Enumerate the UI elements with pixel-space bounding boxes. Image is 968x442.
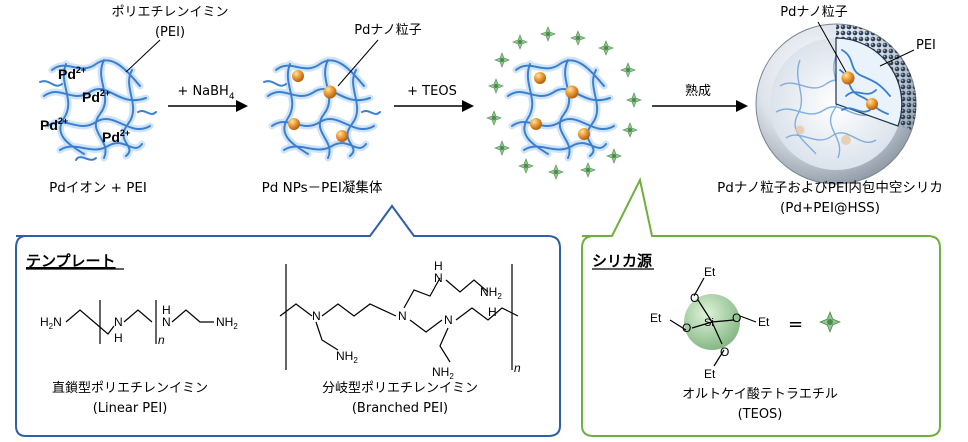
- np-pointer-line: [337, 39, 379, 87]
- svg-text:O: O: [732, 311, 741, 325]
- pd-nanoparticle: [534, 72, 546, 84]
- reagent-teos: + TEOS: [407, 84, 457, 99]
- reagent-nabh4: + NaBH4: [177, 84, 234, 102]
- pd-ion-label-4: Pd2+: [102, 128, 130, 145]
- pd-nanoparticle: [866, 98, 878, 110]
- pd-ion-label-2: Pd2+: [82, 88, 110, 105]
- svg-text:Et: Et: [650, 311, 662, 325]
- stage4-np-pointer: [817, 21, 847, 73]
- teos-molecules: [486, 26, 642, 180]
- template-title: テンプレート: [26, 252, 116, 270]
- stage2-caption: Pd NPs－PEI凝集体: [262, 180, 383, 196]
- svg-text:N: N: [434, 271, 443, 285]
- hollow-silica-sphere: [755, 23, 917, 185]
- aging-label: 熟成: [685, 83, 711, 99]
- silica-title: シリカ源: [592, 252, 652, 270]
- equals-sign: =: [788, 314, 803, 335]
- svg-text:O: O: [720, 345, 729, 359]
- branched-pei-structure: n N N NH2 H N NH2 N H NH2: [279, 259, 521, 381]
- pei-label-jp: ポリエチレンイミン: [111, 5, 228, 20]
- pd-ion-label-3: Pd2+: [40, 116, 68, 133]
- svg-text:NH2: NH2: [336, 349, 358, 365]
- pei-pointer-line: [125, 39, 161, 73]
- svg-text:Et: Et: [704, 265, 716, 279]
- svg-text:N: N: [162, 315, 171, 329]
- svg-text:n: n: [514, 361, 521, 375]
- svg-text:NH2: NH2: [432, 365, 454, 381]
- svg-text:H2N: H2N: [40, 315, 62, 331]
- stage4-pei-pointer: [879, 49, 915, 67]
- pd-nanoparticle: [841, 71, 855, 85]
- teos-name-jp: オルトケイ酸テトラエチル: [682, 387, 838, 402]
- silica-source-box: [581, 177, 941, 437]
- svg-text:O: O: [690, 291, 699, 305]
- pei-label-abbr: (PEI): [155, 25, 185, 40]
- arrow-nabh4: [168, 100, 248, 112]
- svg-text:N: N: [398, 309, 407, 323]
- arrow-teos: [394, 100, 474, 112]
- pd-nanoparticle: [578, 128, 590, 140]
- teos-name-en: (TEOS): [738, 407, 783, 422]
- stage4-caption: Pdナノ粒子およびPEI内包中空シリカ: [717, 180, 943, 196]
- svg-text:H: H: [162, 303, 171, 317]
- stage2-np-label: Pdナノ粒子: [354, 23, 421, 38]
- branched-pei-name-en: (Branched PEI): [352, 401, 448, 416]
- linear-pei-name-en: (Linear PEI): [93, 401, 168, 416]
- svg-text:Et: Et: [758, 315, 770, 329]
- linear-pei-name: 直鎖型ポリエチレンイミン: [52, 380, 208, 396]
- stage4-caption-abbr: (Pd+PEI@HSS): [780, 200, 880, 216]
- svg-text:Et: Et: [704, 367, 716, 381]
- pd-nanoparticle: [565, 85, 579, 99]
- pd-ion-label-1: Pd2+: [58, 65, 86, 82]
- pd-nanoparticle: [292, 70, 304, 82]
- svg-text:H: H: [434, 259, 443, 273]
- svg-text:H: H: [488, 305, 497, 319]
- svg-text:O: O: [682, 321, 691, 335]
- pd-nanoparticle: [288, 118, 300, 130]
- svg-text:N: N: [312, 309, 321, 323]
- svg-text:N: N: [444, 313, 453, 327]
- pd-nanoparticle: [336, 130, 348, 142]
- svg-text:Si: Si: [704, 317, 714, 329]
- svg-text:H: H: [114, 331, 123, 345]
- pd-ion-pei-cluster: Pd2+ Pd2+ Pd2+ Pd2+: [39, 56, 157, 162]
- svg-text:NH2: NH2: [216, 315, 238, 331]
- linear-pei-structure: H2N N H n H N NH2: [40, 300, 238, 347]
- stage4-pei-label: PEI: [916, 38, 936, 53]
- svg-text:n: n: [158, 333, 165, 347]
- svg-text:N: N: [114, 315, 123, 329]
- svg-text:NH2: NH2: [480, 285, 502, 301]
- pd-nanoparticle: [530, 118, 542, 130]
- stage1-caption: Pdイオン + PEI: [49, 180, 147, 196]
- pd-nanoparticle: [323, 85, 337, 99]
- arrow-aging: [652, 100, 748, 112]
- branched-pei-name: 分岐型ポリエチレンイミン: [322, 381, 478, 396]
- teos-coated-aggregate: [486, 26, 642, 180]
- teos-structure: Si O O O O Et Et Et Et: [650, 265, 770, 381]
- pd-np-pei-aggregate: [263, 56, 381, 162]
- template-box: [15, 204, 561, 437]
- stage4-np-label: Pdナノ粒子: [780, 5, 847, 20]
